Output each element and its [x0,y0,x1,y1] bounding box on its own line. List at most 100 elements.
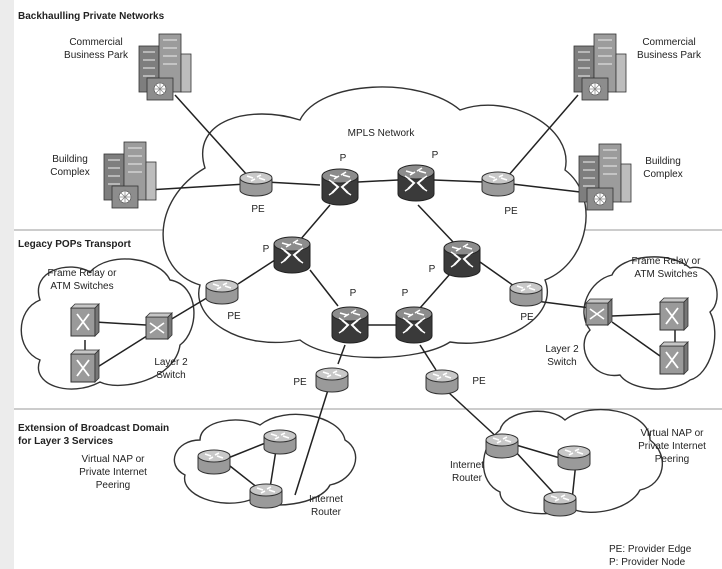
link-p5-to-pe-bottom-left [337,344,346,365]
l2-right-label-1: Layer 2 [545,344,579,355]
commercial-left-label-2: Business Park [64,50,129,61]
building-icon [138,33,192,101]
inet-left-label-1: Internet [309,494,343,505]
commercial-right-label-2: Business Park [637,50,702,61]
vnap-right-label-3: Peering [655,454,689,465]
inet-left-label-2: Router [311,507,342,518]
link-pe-left-to-p1 [265,181,321,186]
link-p3-to-p5 [309,269,339,307]
vnap-left-label-2: Private Internet [79,467,147,478]
core-router-icon [397,164,435,202]
router-icon [509,281,543,307]
fr-left-label-1: Frame Relay or [48,268,118,279]
link-bl-c [229,465,259,489]
vnap-right-label-1: Virtual NAP or [641,428,705,439]
pe-label: PE [520,312,534,323]
pe-label: PE [293,377,307,388]
inet-right-label-1: Internet [450,460,484,471]
link-br-c [513,449,561,501]
building-left-label-2: Complex [50,167,89,178]
link-p2-to-p4 [417,204,456,245]
link-bl-b [269,449,277,489]
link-pe-left-mid-to-l2 [169,295,211,321]
link-p4-to-p6 [419,273,451,309]
vnap-cloud-left [173,413,357,506]
section-title-broadcast-1: Extension of Broadcast Domain [18,423,169,434]
router-icon [249,483,283,509]
p-label: P [402,288,409,299]
mpls-network-label: MPLS Network [348,128,416,139]
layer2-switch-icon [585,298,613,326]
link-p4-to-pe-right-mid [479,261,515,287]
link-fr-right-b [611,321,661,357]
inet-right-label-2: Router [452,473,483,484]
pe-label: PE [504,206,518,217]
p-label: P [432,150,439,161]
p-label: P [429,264,436,275]
link-pe-right-to-commercial-right [507,94,579,177]
link-p1-to-p3 [299,204,331,241]
core-router-icon [273,236,311,274]
fr-left-label-2: ATM Switches [50,281,113,292]
atm-switch-icon [659,341,689,375]
link-fr-left-c [95,333,151,369]
pe-label: PE [472,376,486,387]
router-icon [557,445,591,471]
l2-left-label-2: Switch [156,370,185,381]
vnap-right-label-2: Private Internet [638,441,706,452]
core-router-icon [321,168,359,206]
fr-right-label-2: ATM Switches [634,269,697,280]
building-icon [103,141,157,209]
router-icon [543,491,577,517]
link-commercial-left-to-pe [174,94,249,177]
section-title-backhaul: Backhaulling Private Networks [18,11,165,22]
building-left-label-1: Building [52,154,88,165]
building-icon [573,33,627,101]
legend-p: P: Provider Node [609,557,686,568]
vnap-left-label-3: Peering [96,480,130,491]
l2-left-label-1: Layer 2 [154,357,188,368]
router-icon [485,433,519,459]
vnap-left-label-1: Virtual NAP or [82,454,146,465]
building-right-label-1: Building [645,156,681,167]
atm-switch-icon [70,349,100,383]
link-building-left-to-pe [147,183,247,191]
fr-cloud-left [20,258,195,390]
section-title-legacy: Legacy POPs Transport [18,239,131,250]
router-icon [481,171,515,197]
core-router-icon [331,306,369,344]
commercial-right-label-1: Commercial [642,37,695,48]
link-fr-right-a [611,313,661,317]
atm-switch-icon [70,303,100,337]
link-pe-bottom-right-down [447,391,501,441]
router-icon [205,279,239,305]
commercial-left-label-1: Commercial [69,37,122,48]
building-icon [578,143,632,211]
router-icon [263,429,297,455]
link-p6-to-pe-bottom-right [419,344,437,371]
router-icon [315,367,349,393]
link-bl-a [227,441,269,459]
router-icon [197,449,231,475]
atm-switch-icon [659,297,689,331]
link-br-a [515,444,561,459]
link-pe-right-to-building-right [511,183,581,193]
p-label: P [350,288,357,299]
l2-right-label-2: Switch [547,357,576,368]
core-router-icon [395,306,433,344]
mpls-cloud [162,86,587,359]
link-p2-to-pe-right [433,179,485,183]
link-p1-to-p2 [357,179,399,183]
pe-label: PE [251,204,265,215]
pe-label: PE [227,311,241,322]
p-label: P [263,244,270,255]
router-icon [239,171,273,197]
layer2-switch-icon [145,312,173,340]
legend-pe: PE: Provider Edge [609,544,692,555]
link-pe-bottom-left-down [294,389,329,496]
fr-right-label-1: Frame Relay or [632,256,702,267]
core-router-icon [443,240,481,278]
link-p3-to-pe-left-mid [237,257,279,285]
building-right-label-2: Complex [643,169,682,180]
